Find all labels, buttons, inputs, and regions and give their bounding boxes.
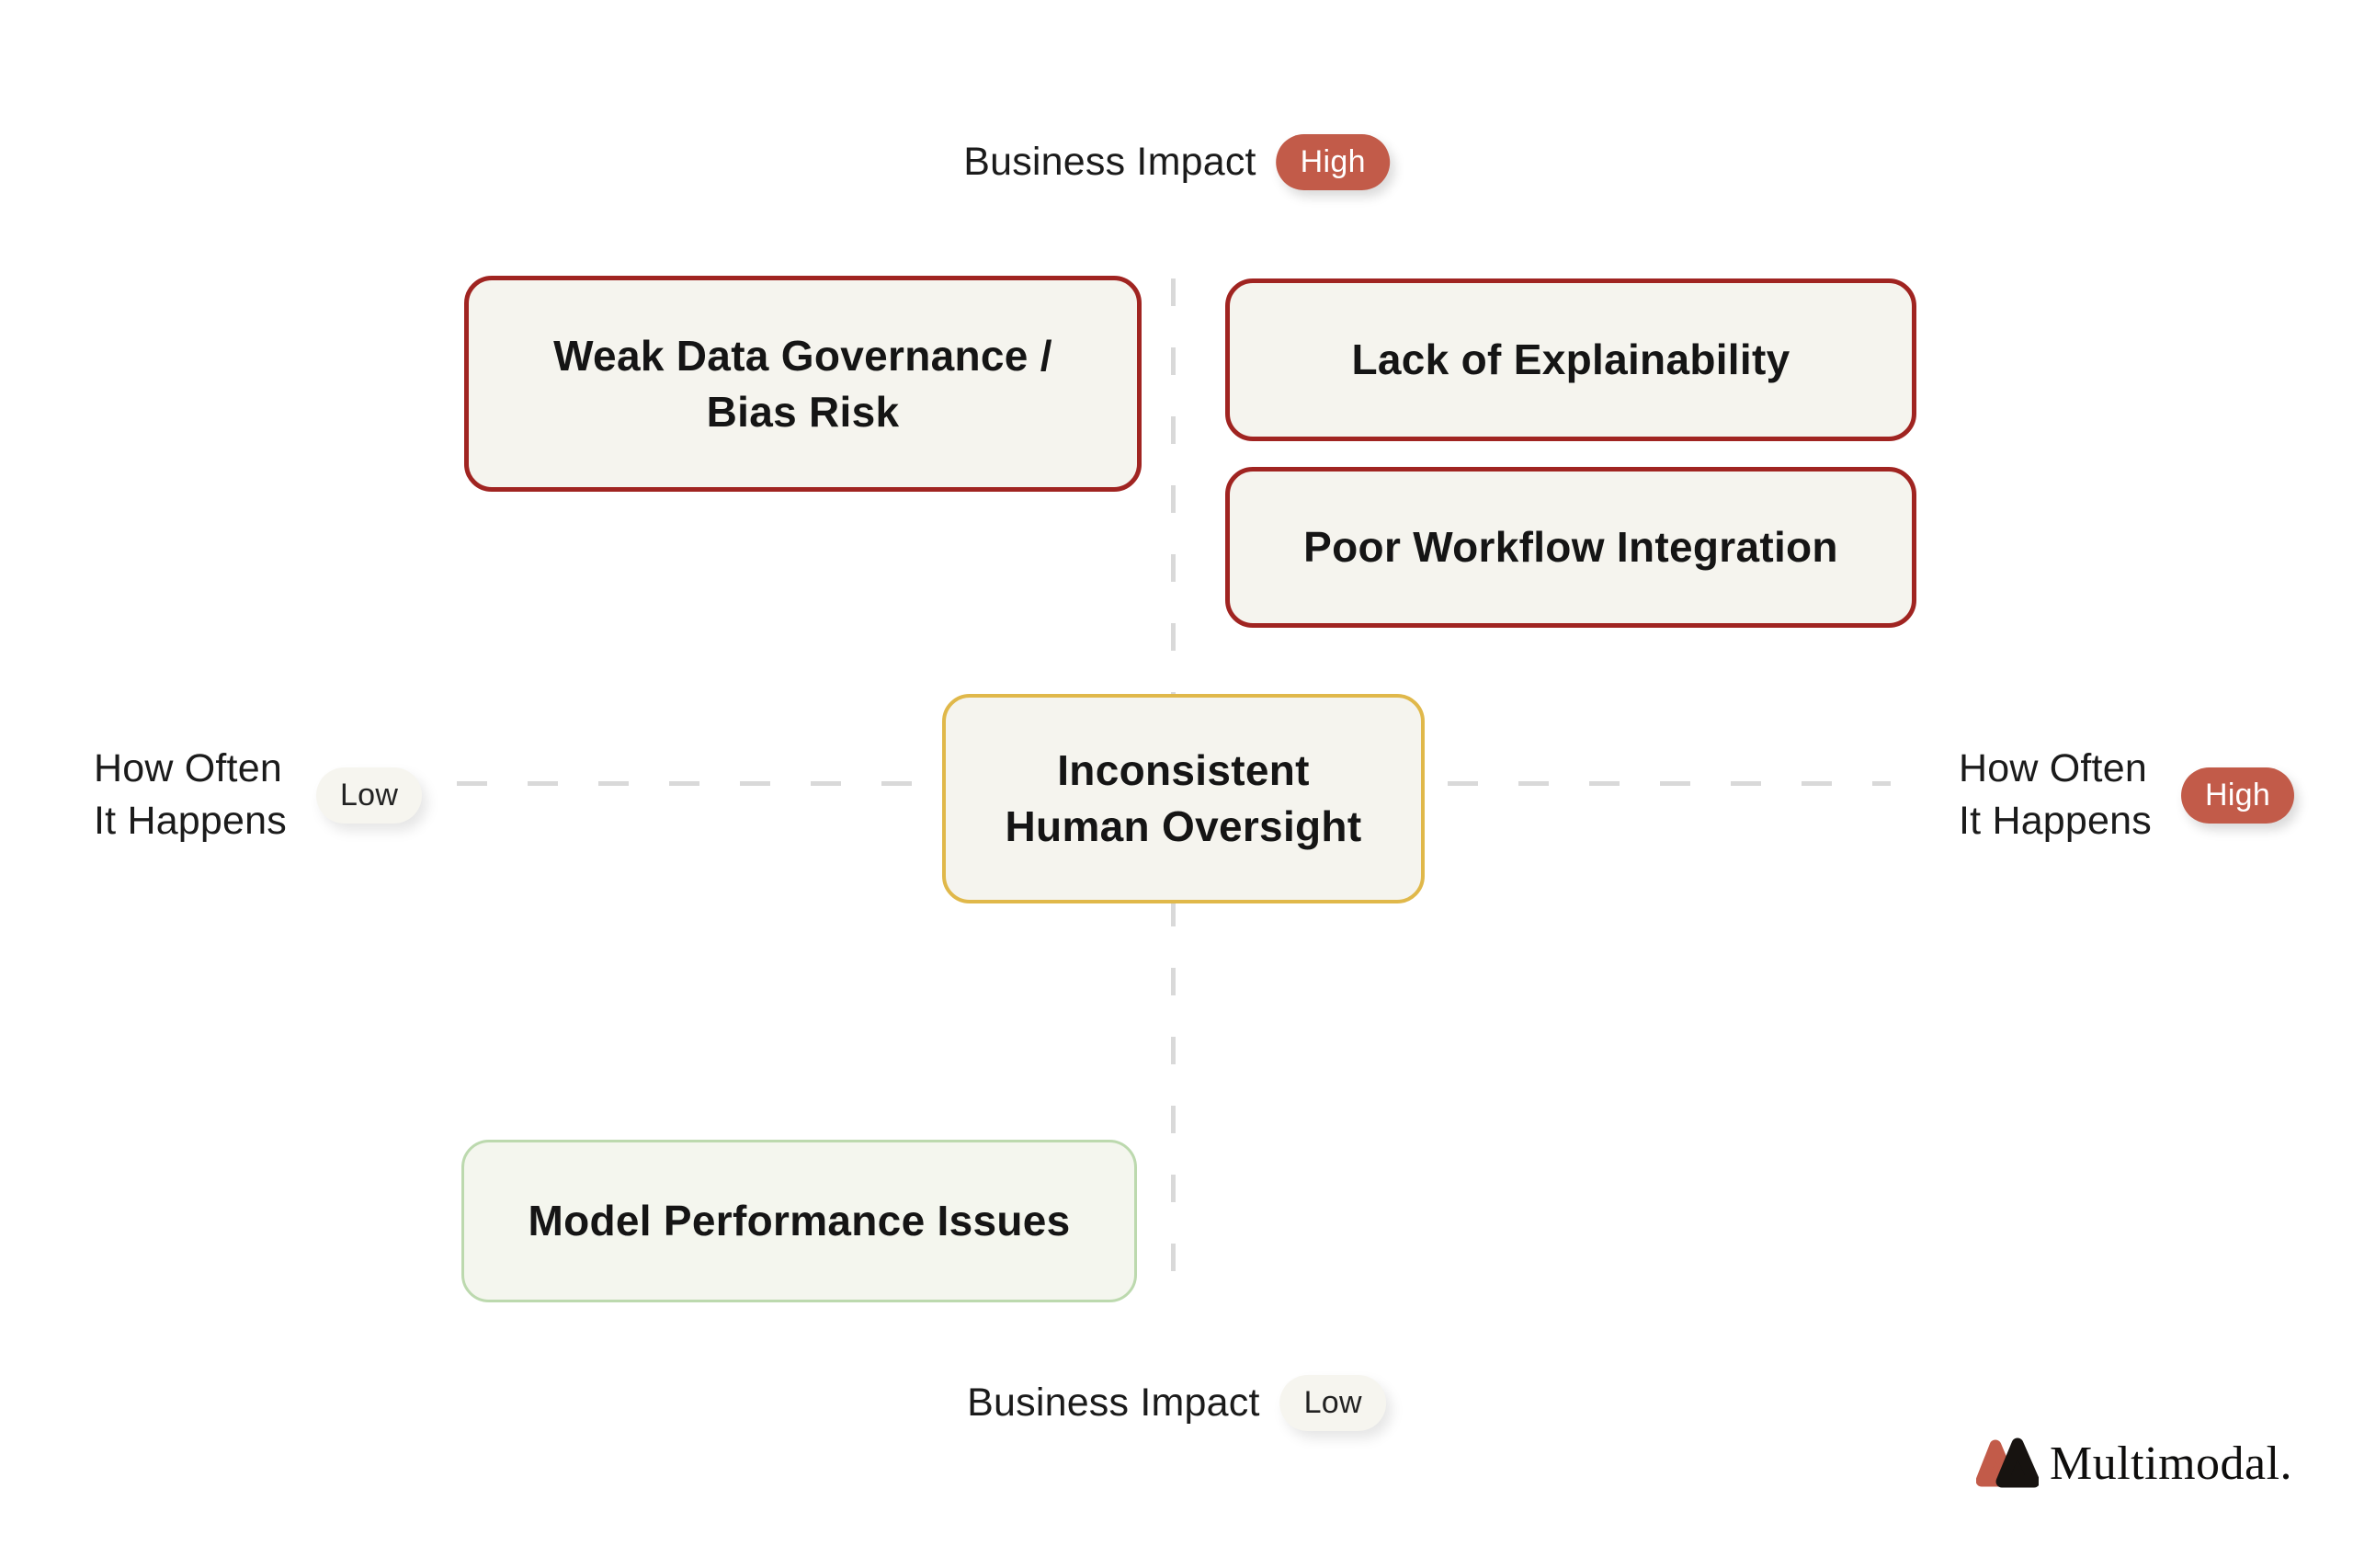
axis-left-low-badge: Low [315, 767, 423, 824]
axis-label-business-impact-low: Business Impact Low [967, 1375, 1386, 1431]
axis-right-high-badge: High [2180, 767, 2295, 824]
axis-label-business-impact-high: Business Impact High [963, 134, 1390, 190]
quadrant-box-weak-data-governance-bias-risk: Weak Data Governance / Bias Risk [464, 276, 1142, 492]
axis-top-high-badge: High [1276, 134, 1390, 190]
multimodal-logo-icon [1976, 1437, 2039, 1488]
axis-left-text: How Often It Happens [94, 746, 287, 844]
axis-label-frequency-low: How Often It Happens Low [94, 743, 423, 847]
quadrant-box-poor-workflow-integration: Poor Workflow Integration [1225, 467, 1916, 628]
axis-top-text: Business Impact [963, 140, 1256, 184]
axis-bottom-text: Business Impact [967, 1381, 1260, 1425]
axis-label-frequency-high: How Often It Happens High [1959, 743, 2295, 847]
multimodal-logo: Multimodal. [1976, 1436, 2292, 1491]
quadrant-box-inconsistent-human-oversight: Inconsistent Human Oversight [942, 694, 1425, 903]
axis-bottom-low-badge: Low [1279, 1375, 1386, 1431]
quadrant-box-model-performance-issues: Model Performance Issues [461, 1140, 1137, 1302]
axis-right-text: How Often It Happens [1959, 746, 2152, 844]
quadrant-box-lack-of-explainability: Lack of Explainability [1225, 278, 1916, 441]
multimodal-logo-text: Multimodal. [2050, 1437, 2293, 1490]
